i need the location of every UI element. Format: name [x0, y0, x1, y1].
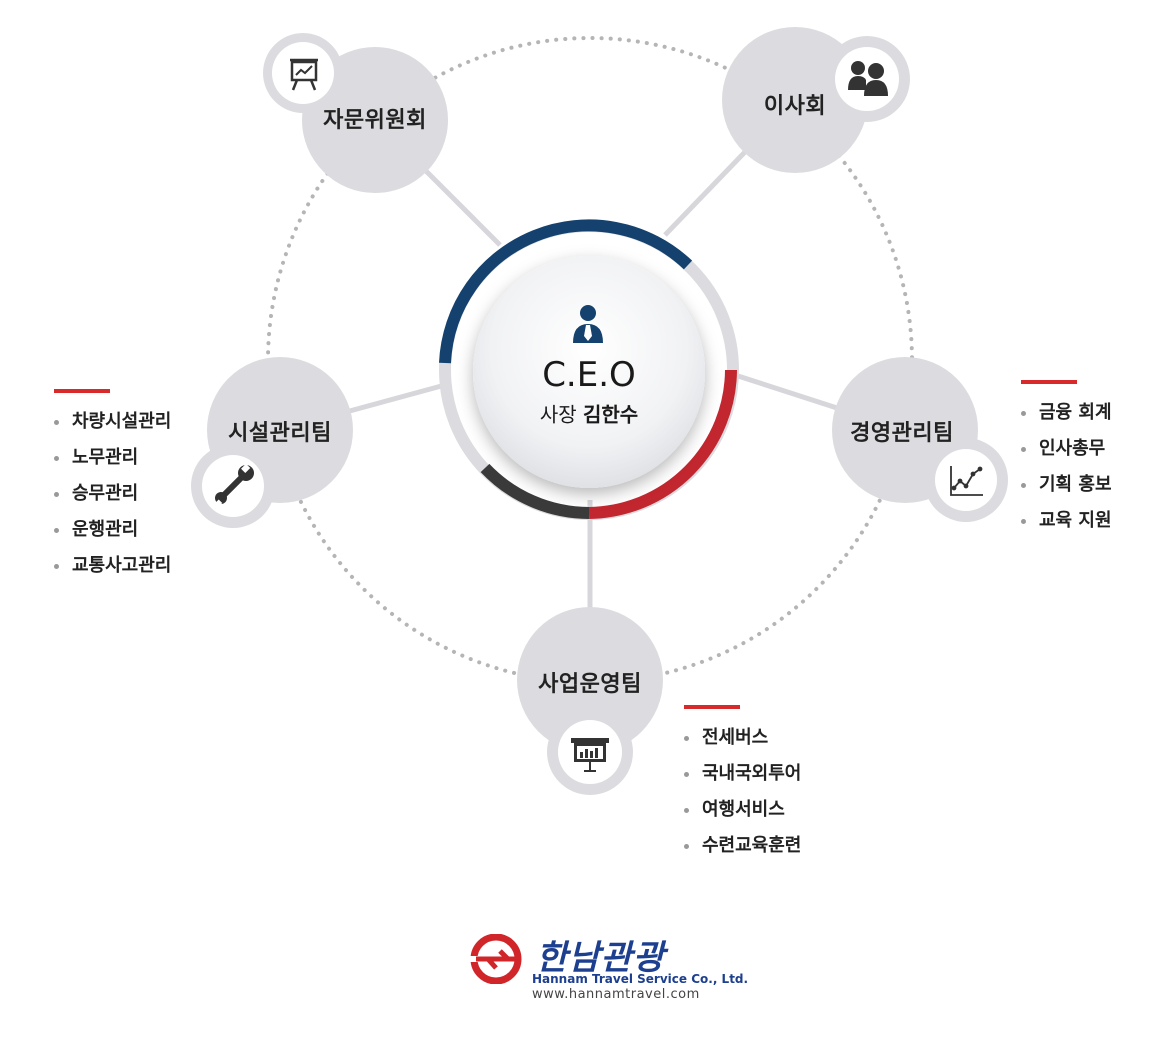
operations-accent-bar	[684, 705, 740, 709]
ceo-subtitle: 사장 김한수	[540, 399, 638, 428]
facility-duties: 차량시설관리 노무관리 승무관리 운행관리 교통사고관리	[54, 389, 171, 589]
management-accent-bar	[1021, 380, 1077, 384]
ceo-circle	[473, 256, 705, 488]
duty-item: 승무관리	[54, 481, 171, 517]
operations-label: 사업운영팀	[538, 672, 642, 697]
facility-accent-bar	[54, 389, 110, 393]
duty-item: 교통사고관리	[54, 553, 171, 589]
ceo-ring	[439, 219, 739, 520]
ceo-arc-dark	[480, 463, 590, 519]
company-name-ko: 한남관광	[536, 938, 666, 978]
user-tie-icon	[573, 305, 603, 343]
management-duties: 금융 회계 인사총무 기획 홍보 교육 지원	[1021, 380, 1112, 544]
logo-mark-icon	[470, 934, 522, 984]
duty-item: 차량시설관리	[54, 409, 171, 445]
users-icon	[848, 61, 888, 96]
operations-duties: 전세버스 국내국외투어 여행서비스 수련교육훈련	[684, 705, 801, 869]
ceo-arc-navy	[439, 219, 693, 364]
company-logo[interactable]: 한남관광 Hannam Travel Service Co., Ltd. www…	[468, 930, 748, 1010]
duty-item: 여행서비스	[684, 797, 801, 833]
duty-item: 국내국외투어	[684, 761, 801, 797]
duty-item: 노무관리	[54, 445, 171, 481]
bar-chart-board-icon	[571, 738, 609, 772]
presentation-board-icon	[290, 58, 318, 91]
duty-item: 인사총무	[1021, 436, 1112, 472]
operations-node	[517, 607, 663, 795]
wrench-icon	[214, 463, 254, 508]
duty-item: 운행관리	[54, 517, 171, 553]
ceo-role: 사장	[539, 402, 577, 427]
board-label: 이사회	[763, 94, 827, 119]
ceo-arc-red	[588, 369, 737, 519]
board-node	[722, 27, 910, 173]
duty-item: 수련교육훈련	[684, 833, 801, 869]
company-name-en: Hannam Travel Service Co., Ltd.	[532, 972, 749, 986]
duty-item: 교육 지원	[1021, 508, 1112, 544]
management-node	[832, 357, 1008, 522]
advisory-node	[263, 33, 448, 193]
management-label: 경영관리팀	[850, 421, 954, 446]
duty-item: 전세버스	[684, 725, 801, 761]
ceo-name: 김한수	[582, 402, 639, 427]
duty-item: 기획 홍보	[1021, 472, 1112, 508]
advisory-label: 자문위원회	[323, 108, 427, 133]
ceo-title: C.E.O	[542, 355, 636, 395]
facility-label: 시설관리팀	[228, 421, 332, 446]
company-url[interactable]: www.hannamtravel.com	[532, 987, 700, 1002]
duty-item: 금융 회계	[1021, 400, 1112, 436]
line-chart-icon	[950, 466, 983, 496]
